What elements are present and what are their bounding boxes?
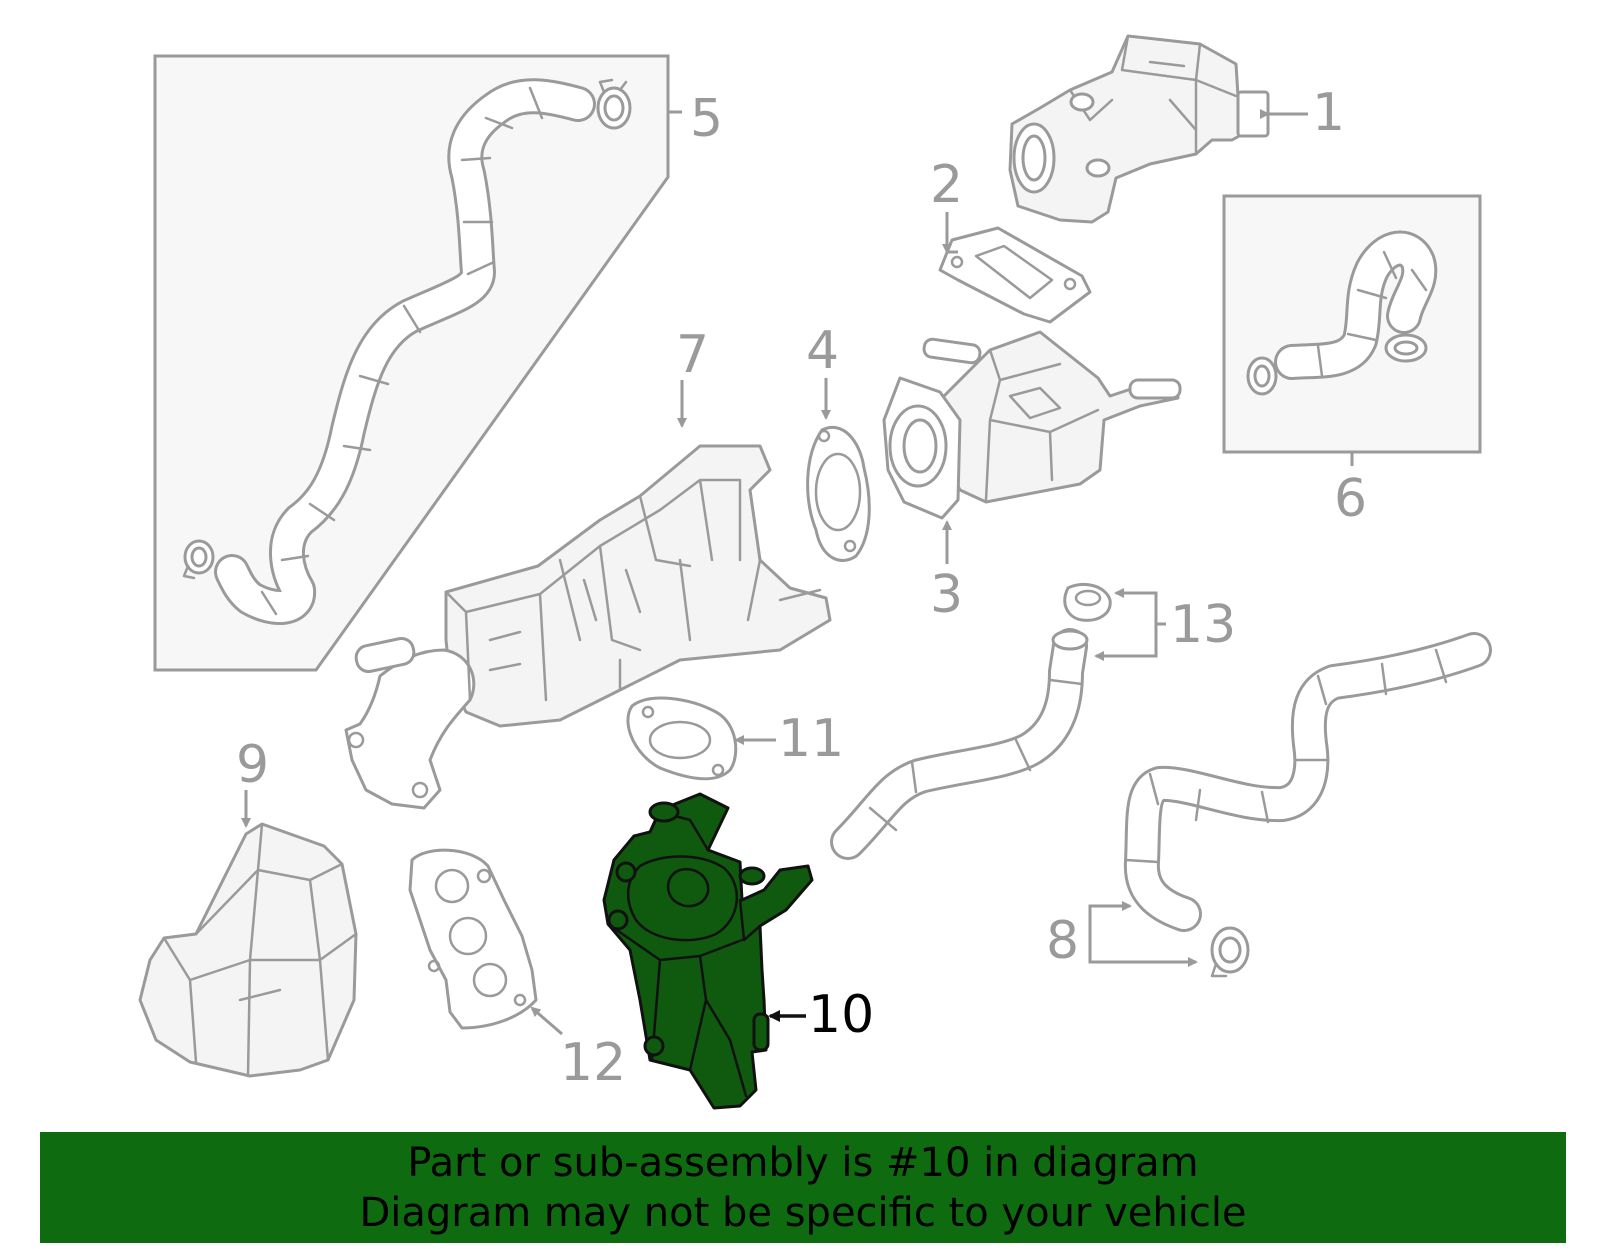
banner-line-part: Part or sub-assembly is #10 in diagram bbox=[407, 1139, 1199, 1186]
part-3-egr-housing bbox=[882, 330, 1182, 564]
callout-3: 3 bbox=[930, 565, 963, 625]
callout-12: 12 bbox=[560, 1033, 626, 1093]
part-4-gasket bbox=[806, 378, 871, 562]
part-1-egr-valve bbox=[1008, 34, 1308, 224]
part-11-gasket bbox=[626, 696, 776, 781]
callout-labels: 1 2 3 4 5 6 7 8 9 10 11 12 13 bbox=[236, 83, 1367, 1093]
part-8-hose bbox=[1088, 632, 1492, 978]
part-13-hose bbox=[830, 583, 1166, 860]
part-6-hose-kit bbox=[1222, 194, 1482, 466]
callout-5: 5 bbox=[690, 89, 723, 149]
callout-4: 4 bbox=[806, 321, 839, 381]
callout-6: 6 bbox=[1334, 469, 1367, 529]
callout-1: 1 bbox=[1312, 83, 1345, 143]
callout-8: 8 bbox=[1046, 911, 1079, 971]
banner-line-disclaimer: Diagram may not be specific to your vehi… bbox=[359, 1189, 1247, 1236]
part-9-cover bbox=[138, 790, 358, 1078]
part-10-thermostat-housing bbox=[602, 792, 814, 1110]
part-2-gasket bbox=[938, 212, 1092, 324]
part-12-gasket bbox=[408, 848, 563, 1036]
callout-7: 7 bbox=[676, 325, 709, 385]
info-banner: Part or sub-assembly is #10 in diagram D… bbox=[40, 1132, 1566, 1243]
callout-13: 13 bbox=[1170, 595, 1236, 655]
callout-2: 2 bbox=[930, 155, 963, 215]
callout-11: 11 bbox=[778, 709, 844, 769]
part-7-egr-cooler bbox=[344, 380, 832, 810]
callout-10: 10 bbox=[808, 985, 874, 1045]
part-5-hose-kit bbox=[153, 54, 682, 672]
callout-9: 9 bbox=[236, 735, 269, 795]
